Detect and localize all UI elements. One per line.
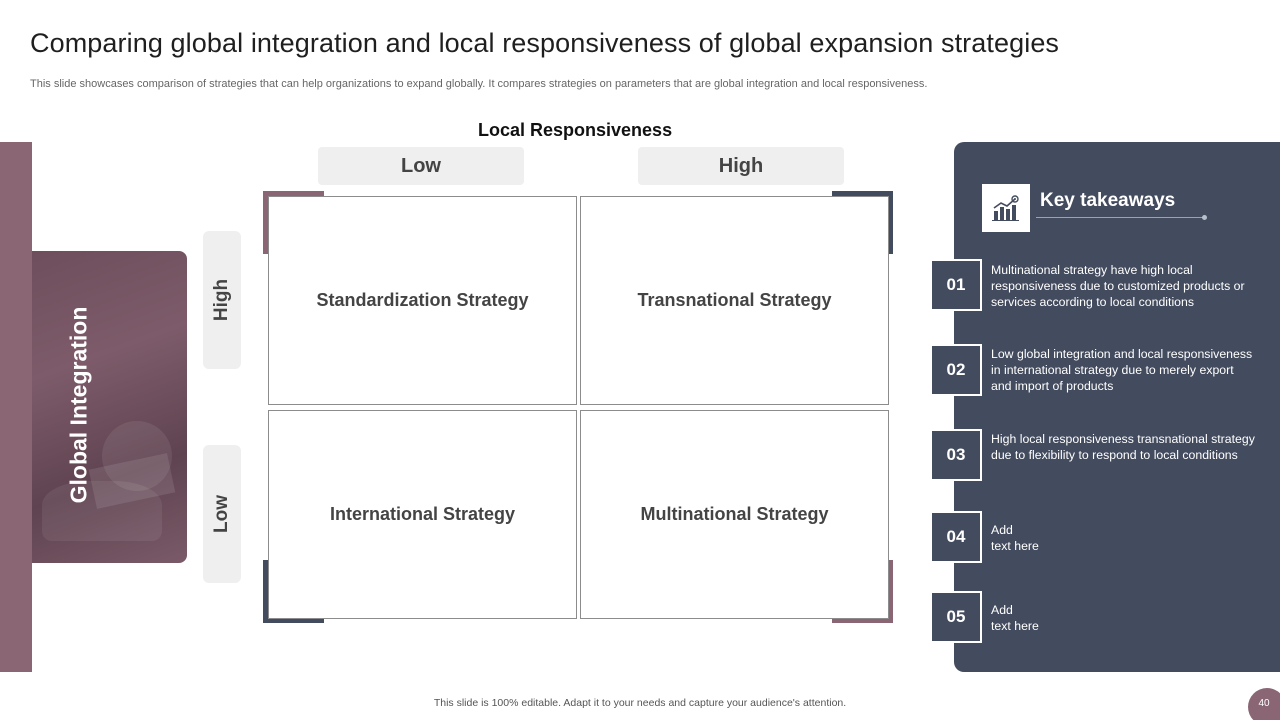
takeaway-text-01: Multinational strategy have high local r… [991,263,1245,309]
slide-title: Comparing global integration and local r… [30,28,1060,58]
takeaway-text-03: High local responsiveness transnational … [991,432,1255,462]
page-number: 40 [1248,688,1280,720]
column-header-high: High [638,147,844,185]
chart-growth-icon [982,184,1030,232]
cell-international-strategy: International Strategy [268,410,577,619]
corner-bracket-top-left-h [263,191,324,196]
takeaway-number-05: 05 [930,591,982,643]
takeaway-text-02: Low global integration and local respons… [991,347,1253,393]
key-takeaways-underline-dot [1202,215,1207,220]
row-header-high: High [203,231,241,369]
slide-subtitle: This slide showcases comparison of strat… [30,78,928,90]
corner-bracket-top-right-h [832,191,893,196]
left-accent-band [0,142,32,672]
cell-standardization-strategy: Standardization Strategy [268,196,577,405]
background-photo [32,251,187,563]
row-header-high-text: High [211,278,232,322]
corner-bracket-top-right-v [888,191,893,254]
column-header-low: Low [318,147,524,185]
corner-bracket-top-left-v [263,191,268,254]
x-axis-title: Local Responsiveness [478,120,673,140]
cell-multinational-strategy: Multinational Strategy [580,410,889,619]
takeaway-text-05: Add text here [991,603,1039,633]
key-takeaways-underline [1036,217,1204,218]
takeaway-number-01: 01 [930,259,982,311]
corner-bracket-bottom-right-v [888,560,893,623]
cell-transnational-strategy: Transnational Strategy [580,196,889,405]
takeaway-number-02: 02 [930,344,982,396]
y-axis-title: Global Integration [38,300,118,510]
y-axis-title-text: Global Integration [65,306,91,504]
corner-bracket-bottom-left-v [263,560,268,623]
takeaway-number-03: 03 [930,429,982,481]
row-header-low-text: Low [211,495,232,533]
corner-bracket-bottom-left-h [263,618,324,623]
row-header-low: Low [203,445,241,583]
corner-bracket-bottom-right-h [832,618,893,623]
takeaway-text-04: Add text here [991,523,1039,553]
footer-note: This slide is 100% editable. Adapt it to… [433,697,847,709]
key-takeaways-title: Key takeaways [1040,190,1176,211]
takeaway-number-04: 04 [930,511,982,563]
